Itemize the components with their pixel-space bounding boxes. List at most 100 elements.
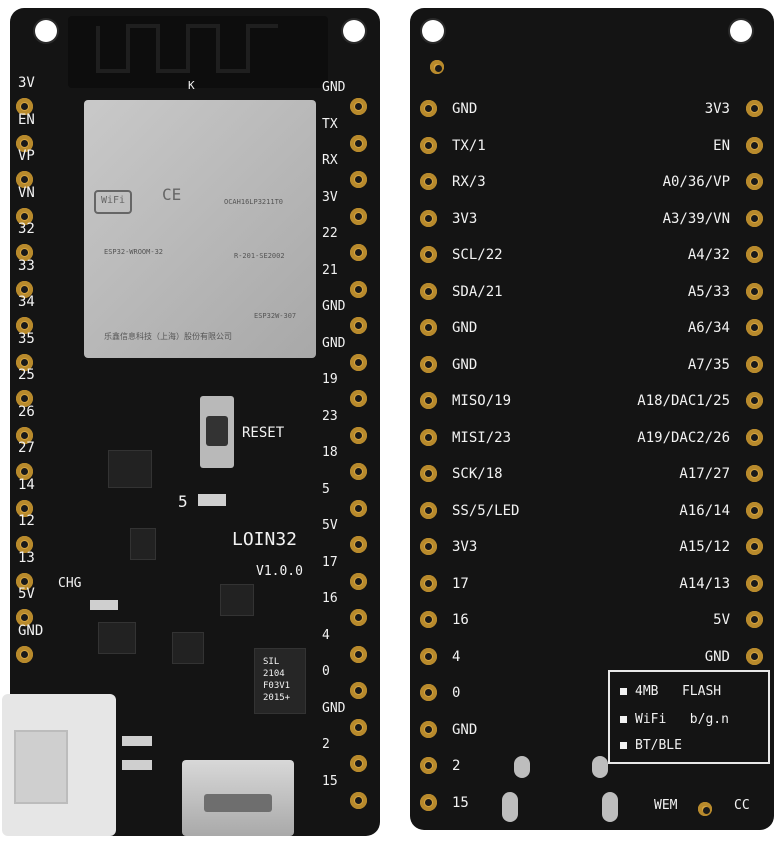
module-line-5: ESP32W-307 (254, 312, 297, 320)
back-left-pin-label: 15 (452, 794, 469, 811)
back-left-pin-pad (420, 465, 437, 482)
back-left-pin-pad (420, 611, 437, 628)
back-left-pin-pad (420, 647, 437, 665)
back-right-pin-label: 3V3 (704, 101, 730, 117)
back-right-pin-pad (746, 136, 763, 154)
back-left-pin-pad (420, 720, 437, 738)
front-right-pin-label: 16 (322, 591, 338, 606)
front-left-pin-label: GND (18, 622, 44, 639)
front-right-pin-pad (350, 718, 367, 736)
front-right-pin-label: GND (322, 80, 346, 95)
front-right-pin-pad (350, 791, 367, 809)
back-left-pin-label: SCK/18 (452, 466, 503, 482)
back-mount-hole-right (730, 20, 752, 42)
front-right-pin-pad (350, 317, 367, 334)
front-right-pin-pad (350, 390, 367, 407)
back-left-pin-pad (420, 319, 437, 336)
back-left-pin-pad (420, 100, 437, 117)
front-right-pin-pad (350, 244, 367, 261)
back-left-pin-pad (420, 538, 437, 555)
front-left-pin-label: 32 (18, 221, 35, 237)
info-flash: 4MB FLASH (620, 684, 721, 699)
back-right-pin-label: A5/33 (687, 283, 730, 300)
back-right-pin-pad (746, 100, 763, 117)
front-left-pin-pad (16, 390, 33, 407)
front-left-pin-label: 12 (18, 513, 35, 529)
front-right-pin-pad (350, 463, 367, 480)
back-left-pin-pad (420, 209, 437, 227)
smd-part-3 (122, 760, 152, 770)
small-chip-2 (172, 632, 204, 664)
back-left-pin-pad (420, 757, 437, 774)
reset-button[interactable] (200, 396, 234, 468)
front-left-pin-label: 33 (18, 257, 35, 274)
front-right-pin-label: TX (322, 116, 338, 132)
back-right-pin-label: A17/27 (679, 466, 730, 482)
module-mark: K (188, 79, 195, 92)
front-right-pin-pad (350, 499, 367, 517)
usb-tab-4 (602, 792, 618, 822)
back-right-pin-label: A6/34 (687, 320, 730, 336)
front-left-pin-label: 34 (18, 294, 35, 310)
front-left-pin-pad (16, 463, 33, 480)
front-right-pin-pad (350, 682, 367, 699)
front-mount-hole-right (343, 20, 365, 42)
front-left-pin-label: 26 (18, 403, 35, 420)
front-right-pin-label: GND (322, 700, 346, 716)
front-left-pin-pad (16, 280, 33, 298)
front-right-pin-pad (350, 207, 367, 225)
front-left-pin-pad (16, 609, 33, 626)
back-right-pin-label: GND (704, 648, 730, 665)
back-left-pin-label: 17 (452, 575, 469, 592)
back-left-pin-label: GND (452, 101, 478, 117)
front-right-pin-label: 15 (322, 773, 338, 789)
front-right-pin-pad (350, 134, 367, 152)
chip-line-4: 2015+ (263, 693, 291, 703)
front-right-pin-pad (350, 645, 367, 663)
front-left-pin-label: 14 (18, 476, 35, 493)
back-left-pin-label: 3V3 (452, 539, 478, 555)
back-left-pin-label: 2 (452, 758, 461, 774)
back-left-pin-label: GND (452, 356, 478, 373)
five-mark: 5 (178, 492, 188, 511)
back-left-pin-label: 3V3 (452, 210, 478, 227)
usb-uart-chip: SIL 2104 F03V1 2015+ (254, 648, 306, 714)
back-right-pin-pad (746, 355, 763, 373)
back-right-pin-label: A14/13 (679, 575, 730, 592)
back-left-pin-pad (420, 428, 437, 446)
back-right-pin-label: A15/12 (679, 539, 730, 555)
front-right-pin-label: 5V (322, 518, 338, 533)
front-left-pin-label: 35 (18, 330, 35, 347)
back-mount-hole-left (422, 20, 444, 42)
back-left-pin-label: RX/3 (452, 174, 486, 190)
front-mount-hole-left (35, 20, 57, 42)
back-right-pin-pad (746, 428, 763, 446)
wifi-logo: WiFi (94, 190, 132, 214)
back-right-pin-pad (746, 282, 763, 300)
front-left-pin-label: 25 (18, 367, 35, 383)
front-right-pin-label: 22 (322, 226, 338, 241)
back-right-pin-pad (746, 209, 763, 227)
module-line-4: 乐鑫信息科技（上海）股份有限公司 (104, 332, 232, 341)
front-right-pin-label: GND (322, 335, 346, 351)
front-right-pin-label: 0 (322, 664, 330, 679)
chip-line-1: SIL (263, 657, 280, 667)
ce-mark: CE (162, 185, 182, 204)
battery-connector[interactable] (2, 694, 116, 836)
wem-label: WEM (654, 798, 678, 813)
usb-tab-3 (502, 792, 518, 822)
front-right-pin-label: 17 (322, 554, 338, 570)
back-right-pin-pad (746, 538, 763, 555)
back-right-pin-pad (746, 465, 763, 482)
chg-label: CHG (58, 576, 82, 591)
info-wifi: WiFi b/g.n (620, 712, 729, 727)
front-right-pin-pad (350, 572, 367, 590)
micro-usb-port[interactable] (182, 760, 294, 836)
back-right-pin-pad (746, 246, 763, 263)
back-left-pin-label: 0 (452, 685, 461, 701)
back-right-pin-label: A4/32 (687, 247, 730, 263)
front-left-pin-label: 13 (18, 549, 35, 566)
front-right-pin-label: GND (322, 299, 346, 314)
front-right-pin-pad (350, 536, 367, 553)
